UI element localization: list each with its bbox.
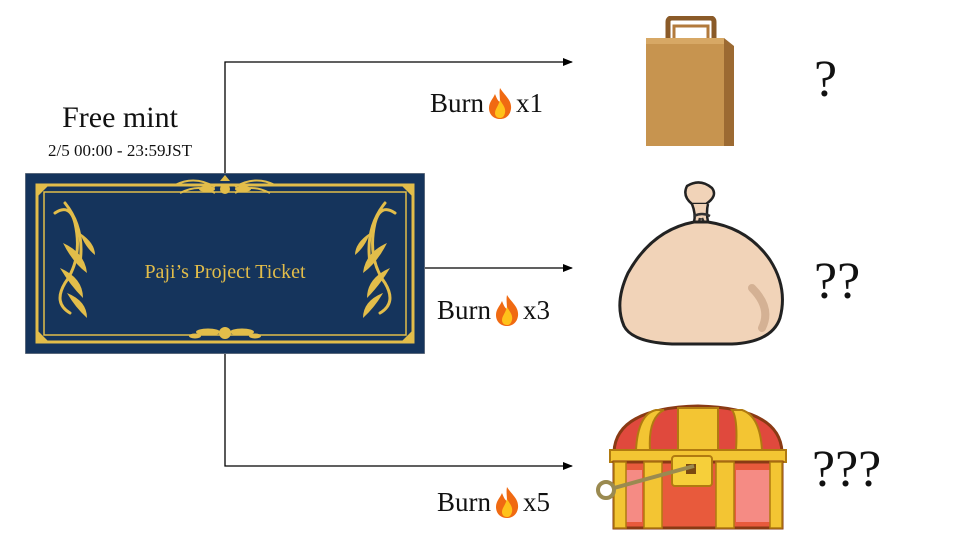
burn-multiplier: x3 bbox=[523, 295, 550, 325]
fire-icon bbox=[496, 295, 519, 326]
fire-icon bbox=[489, 88, 512, 119]
burn-text: Burn bbox=[437, 295, 491, 325]
arrow-to-chest bbox=[224, 354, 573, 470]
burn-text: Burn bbox=[430, 88, 484, 118]
paper-bag-icon bbox=[646, 16, 734, 146]
burn-multiplier: x5 bbox=[523, 487, 550, 517]
treasure-chest-icon bbox=[596, 404, 787, 530]
burn-label-x5: Burn x5 bbox=[437, 485, 550, 519]
arrow-to-bag bbox=[224, 58, 573, 173]
burn-text: Burn bbox=[437, 487, 491, 517]
reward-mystery-1: ? bbox=[814, 51, 838, 108]
mint-schedule: 2/5 00:00 - 23:59JST bbox=[47, 141, 193, 160]
ticket-top-ornament bbox=[174, 179, 276, 194]
reward-mystery-2: ?? bbox=[814, 253, 861, 310]
burn-multiplier: x1 bbox=[516, 88, 543, 118]
burn-label-x1: Burn x1 bbox=[430, 86, 543, 120]
ticket-label: Paji’s Project Ticket bbox=[144, 261, 306, 283]
fire-icon bbox=[496, 487, 519, 518]
project-ticket: Paji’s Project Ticket bbox=[25, 173, 425, 354]
mint-title: Free mint bbox=[62, 101, 178, 134]
reward-mystery-3: ??? bbox=[812, 441, 882, 498]
burn-label-x3: Burn x3 bbox=[437, 293, 550, 327]
sack-icon bbox=[618, 181, 784, 346]
